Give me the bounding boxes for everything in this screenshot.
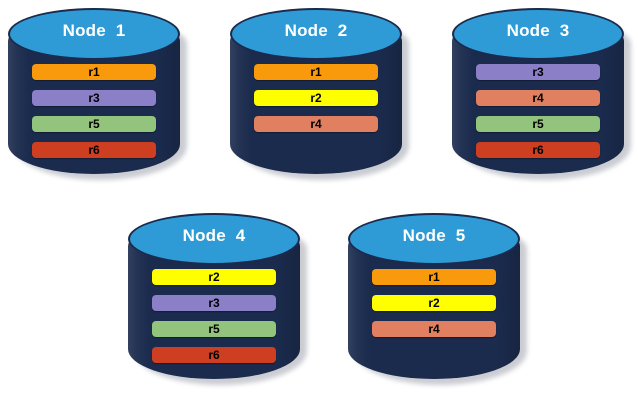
replica-bar[interactable]: r2 <box>372 295 496 311</box>
replica-list: r1 r2 r4 <box>254 64 378 132</box>
replica-list: r3 r4 r5 r6 <box>476 64 600 158</box>
database-node-5[interactable]: Node 5 r1 r2 r4 <box>348 213 533 387</box>
cylinder-top-ellipse <box>230 8 402 60</box>
replica-bar[interactable]: r4 <box>372 321 496 337</box>
replica-bar[interactable]: r6 <box>152 347 276 363</box>
replica-bar[interactable]: r3 <box>32 90 156 106</box>
database-node-2[interactable]: Node 2 r1 r2 r4 <box>230 8 415 182</box>
node-label: Node 4 <box>182 226 246 245</box>
replica-list: r1 r2 r4 <box>372 269 496 337</box>
replica-bar[interactable]: r2 <box>152 269 276 285</box>
cylinder-top-ellipse <box>348 213 520 265</box>
replica-list: r1 r3 r5 r6 <box>32 64 156 158</box>
replica-bar[interactable]: r6 <box>476 142 600 158</box>
replica-bar[interactable]: r5 <box>32 116 156 132</box>
node-label: Node 5 <box>402 226 466 245</box>
replica-bar[interactable]: r3 <box>152 295 276 311</box>
node-label: Node 3 <box>506 21 570 40</box>
replica-bar[interactable]: r1 <box>372 269 496 285</box>
replica-bar[interactable]: r3 <box>476 64 600 80</box>
node-label: Node 2 <box>284 21 348 40</box>
replica-bar[interactable]: r1 <box>32 64 156 80</box>
cylinder-top-ellipse <box>8 8 180 60</box>
replica-bar[interactable]: r5 <box>152 321 276 337</box>
replica-list: r2 r3 r5 r6 <box>152 269 276 363</box>
database-node-4[interactable]: Node 4 r2 r3 r5 r6 <box>128 213 313 387</box>
database-node-3[interactable]: Node 3 r3 r4 r5 r6 <box>452 8 637 182</box>
database-node-1[interactable]: Node 1 r1 r3 r5 r6 <box>8 8 193 182</box>
cylinder-top-ellipse <box>128 213 300 265</box>
replica-bar[interactable]: r2 <box>254 90 378 106</box>
replica-bar[interactable]: r5 <box>476 116 600 132</box>
replica-bar[interactable]: r1 <box>254 64 378 80</box>
node-label: Node 1 <box>62 21 126 40</box>
replica-bar[interactable]: r4 <box>254 116 378 132</box>
replica-bar[interactable]: r4 <box>476 90 600 106</box>
replica-bar[interactable]: r6 <box>32 142 156 158</box>
cylinder-top-ellipse <box>452 8 624 60</box>
